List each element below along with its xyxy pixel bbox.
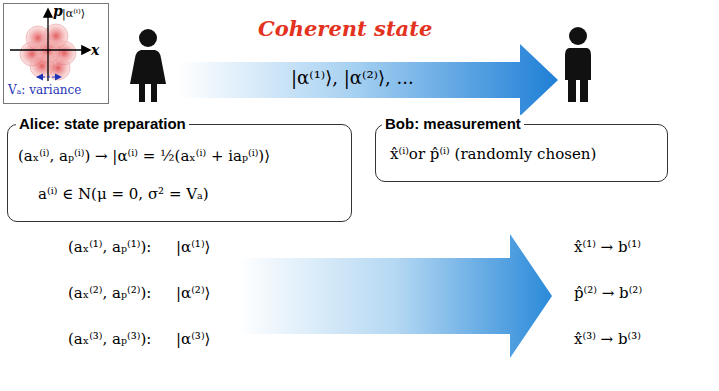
variance-label: Vₐ: variance	[8, 83, 81, 97]
state-label: |α⁽³⁾⟩	[176, 330, 210, 348]
big-arrow	[178, 44, 558, 116]
state-label: |α⁽¹⁾⟩	[176, 238, 210, 256]
measurement-text: x̂⁽ⁱ⁾or p̂⁽ⁱ⁾ (randomly chosen)	[390, 145, 596, 163]
box-heading: Alice: state preparation	[16, 115, 189, 133]
axis-label: x	[91, 42, 99, 58]
formula: (aₓ⁽ⁱ⁾, aₚ⁽ⁱ⁾) → |α⁽ⁱ⁾ = ½(aₓ⁽ⁱ⁾ + iaₚ⁽ⁱ…	[18, 147, 270, 165]
measurement-result: x̂⁽¹⁾ → b⁽¹⁾	[574, 238, 641, 256]
formula: a⁽ⁱ⁾ ∈ N(μ = 0, σ² = Vₐ)	[38, 185, 209, 203]
axis-label: p	[53, 3, 63, 19]
arrow-title: Coherent state	[258, 16, 432, 41]
variance-arrow	[37, 76, 61, 77]
row-label: (aₓ⁽²⁾, aₚ⁽²⁾):	[68, 284, 151, 302]
row-label: (aₓ⁽³⁾, aₚ⁽³⁾):	[68, 330, 151, 348]
x-axis	[10, 49, 89, 50]
alice-box: Alice: state preparation(aₓ⁽ⁱ⁾, aₚ⁽ⁱ⁾) →…	[7, 124, 352, 222]
phase-space-inset: p x |α⁽ⁱ⁾⟩ Vₐ: variance	[3, 3, 109, 104]
bob-box: Bob: measurementx̂⁽ⁱ⁾or p̂⁽ⁱ⁾ (randomly …	[375, 124, 668, 182]
bottom-arrow	[240, 234, 552, 358]
measurement-result: x̂⁽³⁾ → b⁽³⁾	[574, 330, 641, 348]
state-label: |α⁽ⁱ⁾⟩	[62, 7, 85, 20]
bob-figure	[565, 27, 591, 102]
p-axis	[47, 10, 48, 81]
state-sequence: |α⁽¹⁾⟩, |α⁽²⁾⟩, ...	[291, 67, 414, 88]
measurement-result: p̂⁽²⁾ → b⁽²⁾	[574, 284, 642, 302]
state-label: |α⁽²⁾⟩	[176, 284, 210, 302]
box-heading: Bob: measurement	[382, 115, 524, 133]
row-label: (aₓ⁽¹⁾, aₚ⁽¹⁾):	[68, 238, 151, 256]
alice-figure	[130, 29, 166, 102]
